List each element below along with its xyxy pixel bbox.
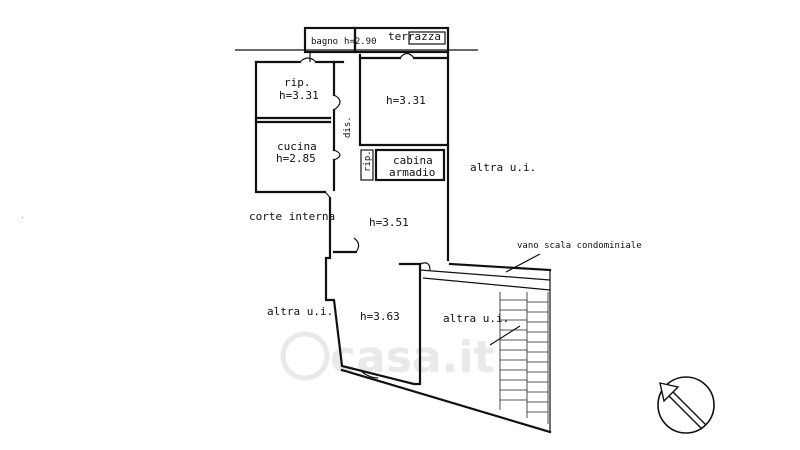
label-bagno: bagno xyxy=(311,37,338,47)
watermark-icon xyxy=(280,331,330,381)
staircase xyxy=(489,292,549,424)
watermark: casa.it xyxy=(330,332,494,383)
label-vano-scala: vano scala condominiale xyxy=(517,241,642,251)
label-rip: rip. xyxy=(284,76,311,89)
label-soggiorno-h: h=3.51 xyxy=(369,216,409,229)
label-bagno-h: h=2.90 xyxy=(344,37,377,47)
label-rip-h: h=3.31 xyxy=(279,89,319,102)
label-altra-ui-left: altra u.i. xyxy=(267,305,333,318)
vano-scala-leader xyxy=(505,253,541,273)
label-altra-ui-stair: altra u.i. xyxy=(443,312,509,325)
label-cucina: cucina xyxy=(277,140,317,153)
label-ingresso-h: h=3.63 xyxy=(360,310,400,323)
label-altra-ui-right: altra u.i. xyxy=(470,161,536,174)
door-details xyxy=(299,52,431,379)
label-armadio: armadio xyxy=(389,166,435,179)
north-arrow-icon xyxy=(657,376,715,434)
edge-marker xyxy=(21,216,24,219)
label-camera-h: h=3.31 xyxy=(386,94,426,107)
label-cucina-h: h=2.85 xyxy=(276,152,316,165)
label-corte-interna: corte interna xyxy=(249,210,335,223)
label-rip-small: rip. xyxy=(363,150,373,172)
label-dis: dis. xyxy=(343,116,353,138)
bagno-terrazza-block xyxy=(303,26,450,62)
label-terrazza: terrazza xyxy=(388,30,441,43)
label-cabina: cabina xyxy=(393,154,433,167)
outer-walls xyxy=(254,50,552,434)
